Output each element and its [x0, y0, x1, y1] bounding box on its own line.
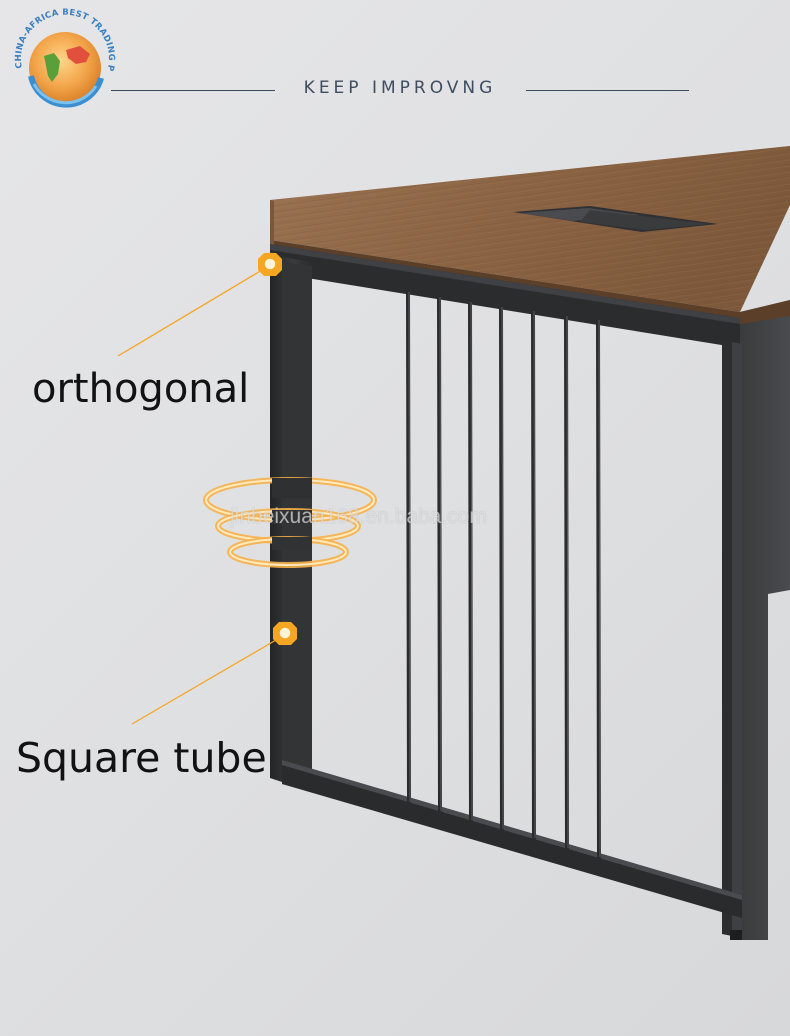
header-divider-right	[526, 90, 689, 91]
watermark-text: jinbeixuan168.en.baba.com	[230, 505, 487, 528]
hotspot-square-tube	[272, 620, 298, 646]
page-title: KEEP IMPROVNG	[303, 78, 497, 98]
hotspot-orthogonal	[257, 251, 283, 277]
header-divider-left	[111, 90, 275, 91]
label-square-tube: Square tube	[16, 734, 267, 782]
label-orthogonal: orthogonal	[32, 366, 250, 412]
logo-icon: CHINA-AFRICA BEST TRADING PLATFORM	[8, 6, 116, 108]
